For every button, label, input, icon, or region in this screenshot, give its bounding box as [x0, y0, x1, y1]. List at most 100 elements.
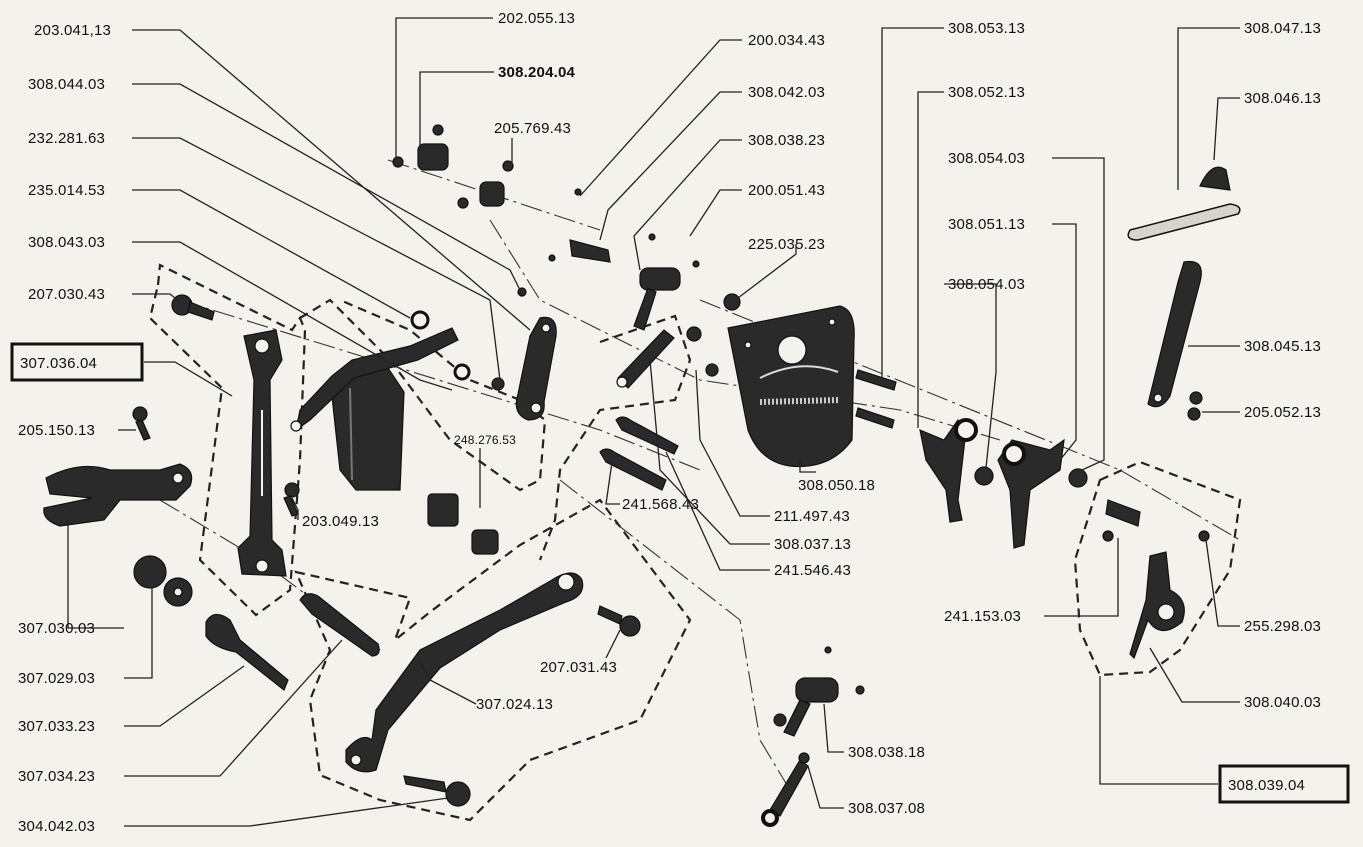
- label-307-033-23: 307.033.23: [18, 718, 95, 735]
- label-205-769-43: 205.769.43: [494, 120, 571, 137]
- pin-307034: [299, 593, 380, 657]
- label-304-042-03: 304.042.03: [18, 818, 95, 835]
- leader-308053: [881, 27, 944, 380]
- leader-308040: [1149, 647, 1240, 703]
- leader-308043: [132, 241, 453, 391]
- leader-203049: [291, 497, 299, 520]
- leader-308038-23: [633, 139, 742, 271]
- label-307-029-03: 307.029.03: [18, 670, 95, 687]
- leader-235014: [132, 189, 411, 319]
- leader-200034: [579, 39, 742, 197]
- leader-308204: [419, 71, 494, 148]
- leader-308044: [132, 83, 521, 291]
- pins-241568: [599, 416, 679, 491]
- lever-307024: [345, 572, 584, 773]
- leader-241546: [665, 451, 770, 571]
- label-307-034-23: 307.034.23: [18, 768, 95, 785]
- label-235-014-53: 235.014.53: [28, 182, 105, 199]
- screws-205052: [1187, 391, 1203, 421]
- axis-line-mid: [179, 299, 701, 471]
- label-308-047-13: 308.047.13: [1244, 20, 1321, 37]
- leader-308052: [917, 91, 944, 428]
- blocks-248276: [427, 493, 499, 555]
- leader-307034: [124, 639, 343, 777]
- plate-308047: [1127, 203, 1241, 241]
- leader-241153: [1044, 538, 1119, 617]
- leader-308054a: [944, 283, 997, 469]
- nuts-308054: [974, 466, 1088, 488]
- label-241-153-03: 241.153.03: [944, 608, 1021, 625]
- label-308-053-13: 308.053.13: [948, 20, 1025, 37]
- label-307-024-13: 307.024.13: [476, 696, 553, 713]
- cap-308046: [1199, 166, 1231, 191]
- label-203-041-13: 203.041,13: [34, 22, 111, 39]
- rings-232281: [410, 310, 505, 391]
- label-232-281-63: 232.281.63: [28, 130, 105, 147]
- label-211-497-43: 211.497.43: [774, 508, 850, 525]
- dial-plate-308050: [727, 305, 855, 468]
- leader-308039: [1099, 676, 1218, 785]
- leader-308051: [1052, 223, 1077, 461]
- group-outline-left: [148, 263, 307, 617]
- fork-308052: [919, 418, 978, 523]
- lever-308045: [1147, 260, 1202, 408]
- label-307-030-03: 307.030.03: [18, 620, 95, 637]
- leader-255298: [1205, 539, 1240, 627]
- nuts-225035: [686, 293, 741, 377]
- leader-241568: [605, 461, 620, 505]
- leader-207030: [132, 293, 181, 303]
- label-203-049-13: 203.049.13: [302, 513, 379, 530]
- arm-307036: [237, 329, 287, 577]
- leader-308054b: [1052, 157, 1105, 471]
- label-200-034-43: 200.034.43: [748, 32, 825, 49]
- label-308-037-08: 308.037.08: [848, 800, 925, 817]
- link-308037-08: [761, 752, 810, 827]
- label-241-546-43: 241.546.43: [774, 562, 851, 579]
- label-308-037-13: 308.037.13: [774, 536, 851, 553]
- label-308-052-13: 308.052.13: [948, 84, 1025, 101]
- label-308-051-13: 308.051.13: [948, 216, 1025, 233]
- bracket-308040: [1102, 499, 1210, 660]
- label-207-030-43: 207.030.43: [28, 286, 105, 303]
- screw-207031: [597, 605, 641, 637]
- label-308-039-04: 308.039.04: [1228, 777, 1305, 794]
- label-box-307-036-04: [10, 342, 144, 382]
- label-308-046-13: 308.046.13: [1244, 90, 1321, 107]
- leader-308046: [1213, 97, 1240, 161]
- leader-200051: [689, 189, 742, 237]
- leader-307029: [124, 586, 153, 679]
- leader-203041: [132, 29, 531, 331]
- label-225-035-23: 225.035.23: [748, 236, 825, 253]
- axis-line-center: [489, 219, 1001, 441]
- label-box-308-039-04: [1218, 764, 1350, 804]
- label-308-043-03: 308.043.03: [28, 234, 105, 251]
- label-307-036-04: 307.036.04: [20, 355, 97, 372]
- bolt-304042: [403, 775, 471, 807]
- leader-207031: [605, 629, 621, 659]
- label-308-044-03: 308.044.03: [28, 76, 105, 93]
- label-308-042-03: 308.042.03: [748, 84, 825, 101]
- leader-308047: [1177, 27, 1240, 190]
- label-207-031-43: 207.031.43: [540, 659, 617, 676]
- label-202-055-13: 202.055.13: [498, 10, 575, 27]
- label-241-568-43: 241.568.43: [622, 496, 699, 513]
- label-308-040-03: 308.040.03: [1244, 694, 1321, 711]
- block-308204: [392, 124, 514, 209]
- label-205-150-13: 205.150.13: [18, 422, 95, 439]
- pins-308053: [855, 369, 897, 429]
- lever-308038: [633, 233, 700, 331]
- label-308-204-04: 308.204.04: [498, 64, 576, 81]
- fork-308051: [997, 438, 1065, 549]
- group-outline-right: [1073, 460, 1242, 677]
- shaft-307033: [205, 613, 289, 691]
- leader-225035: [737, 244, 797, 299]
- leader-232281: [132, 137, 501, 381]
- leader-308037-08: [807, 765, 844, 809]
- leader-304042: [124, 797, 449, 827]
- label-308-054-03-upper: 308.054.03: [948, 150, 1025, 167]
- label-308-038-18: 308.038.18: [848, 744, 925, 761]
- group-outline-bottom: [294, 498, 692, 822]
- screw-207030: [171, 294, 215, 321]
